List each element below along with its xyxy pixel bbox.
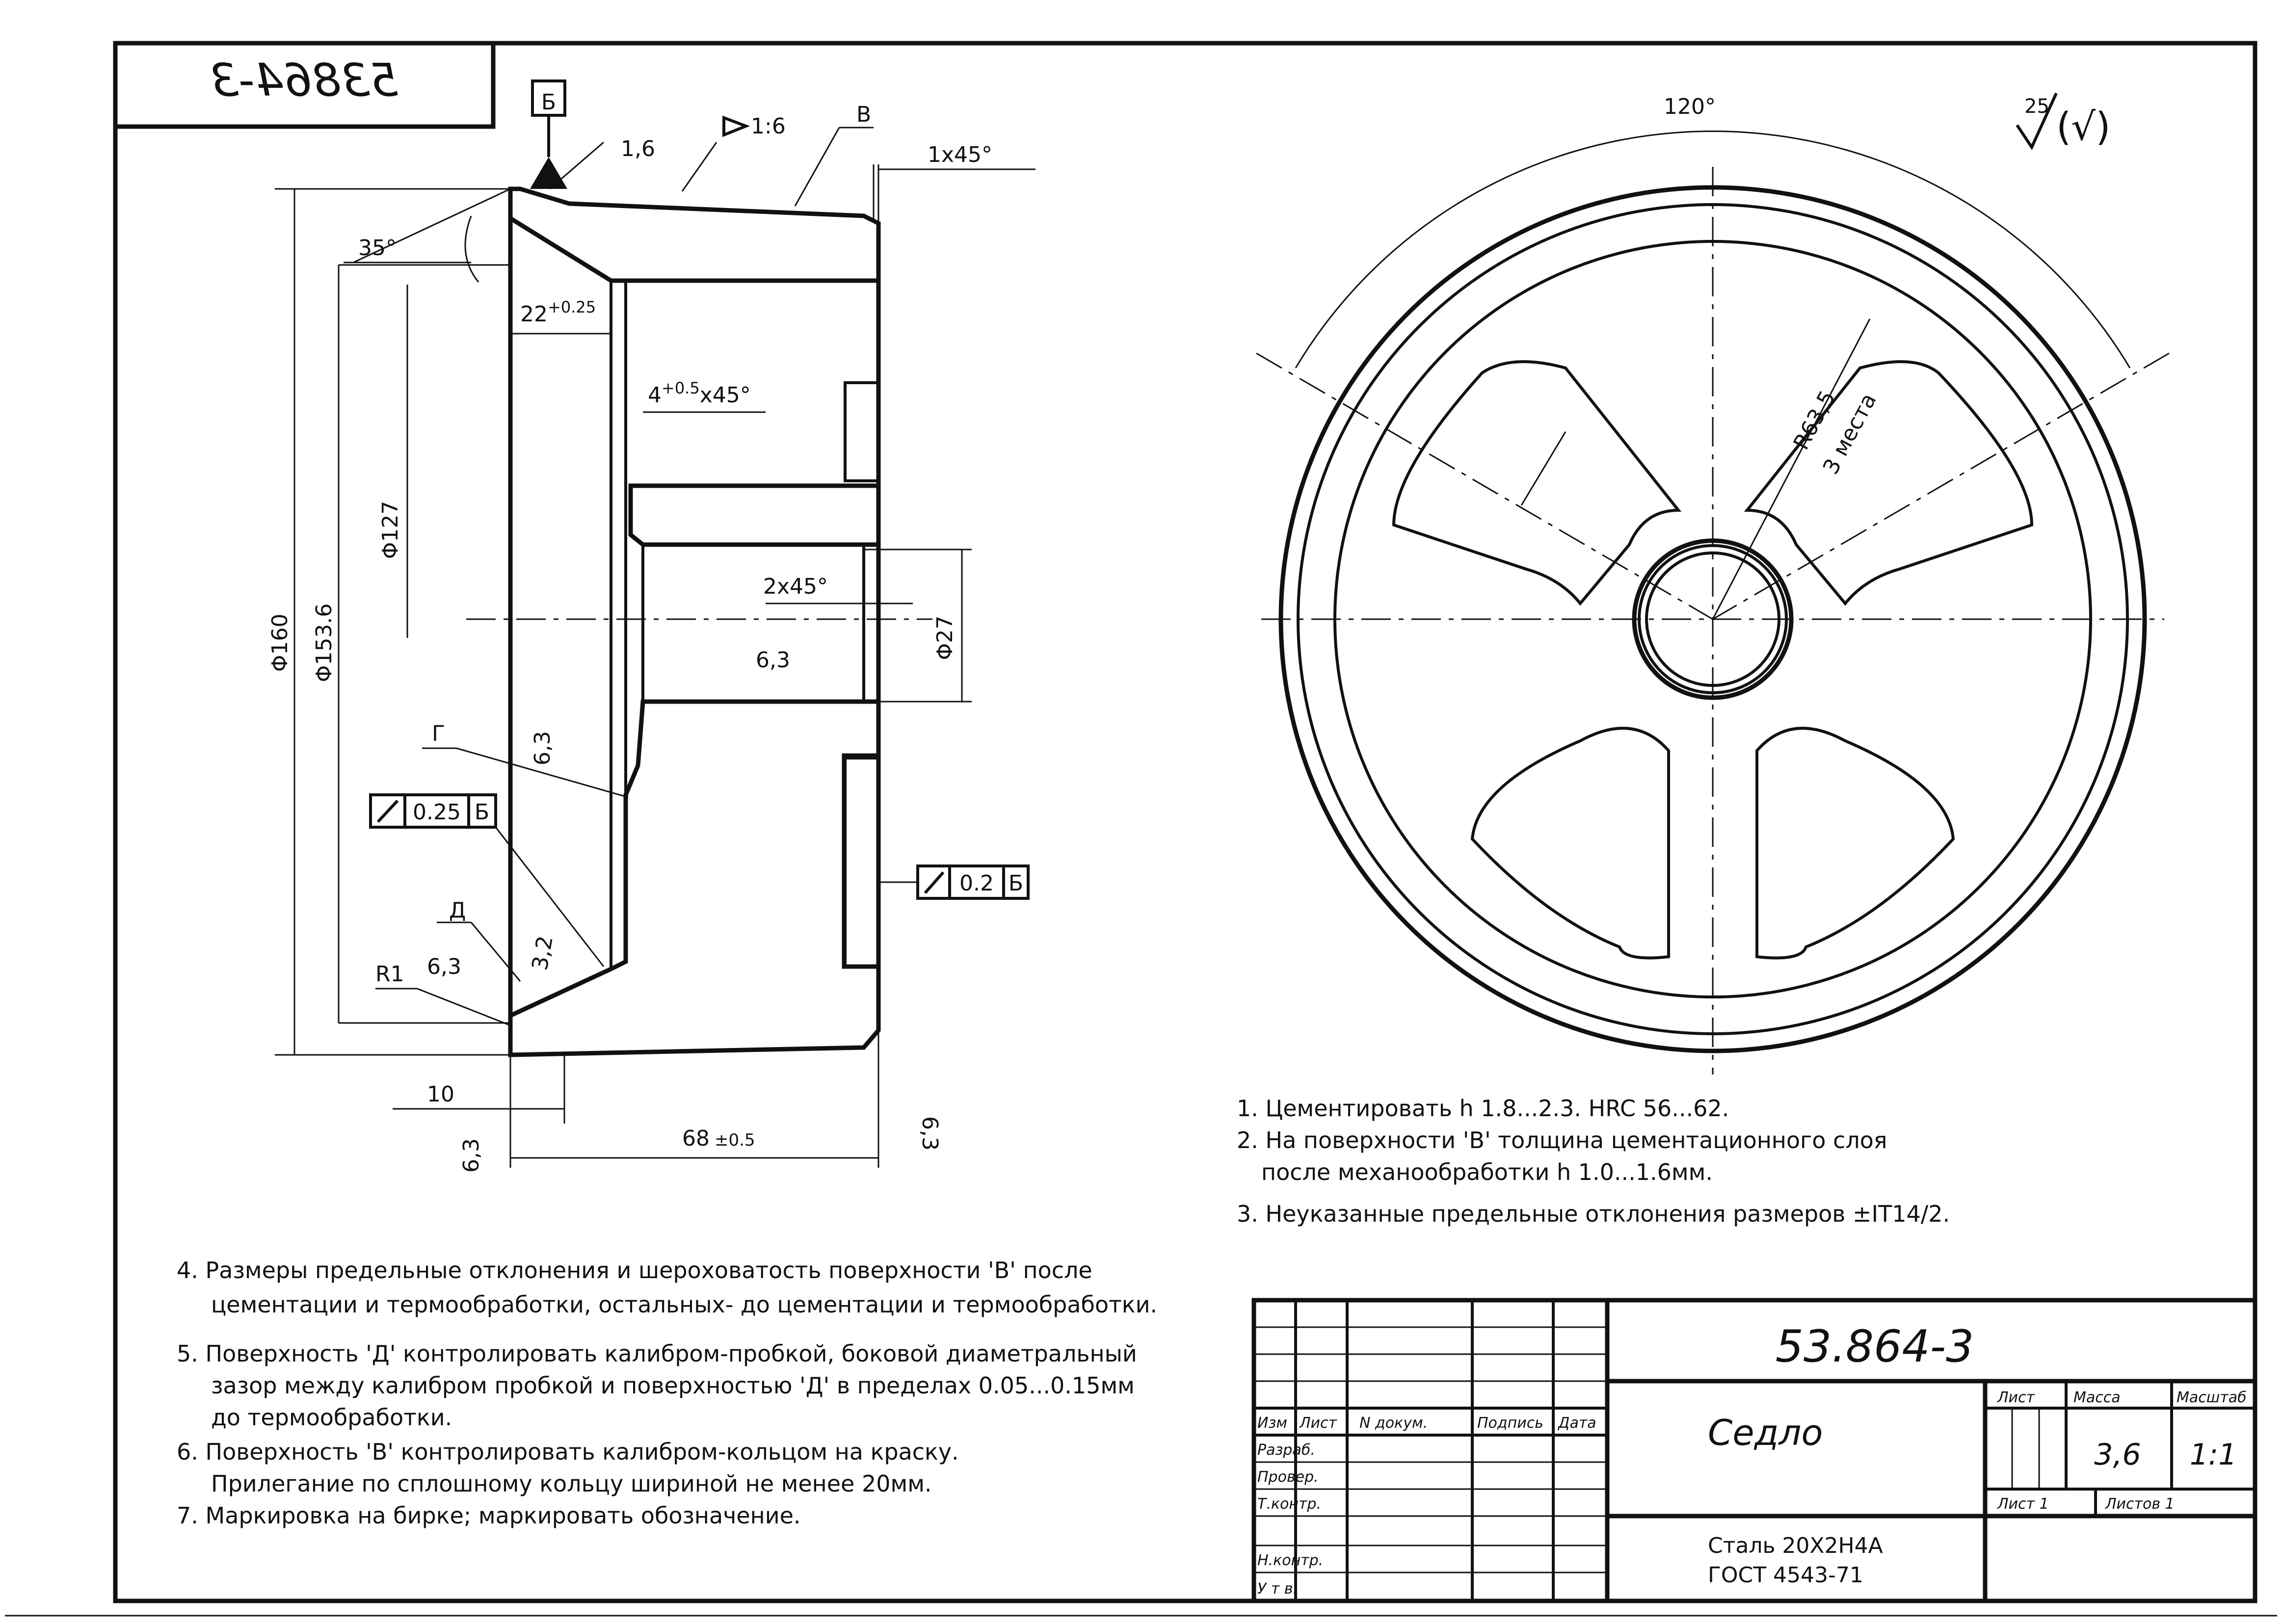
window-bottom-right (1755, 727, 1955, 960)
ra-1-6: 1,6 (621, 136, 655, 161)
svg-text:25: 25 (2024, 95, 2049, 118)
window-left (1392, 360, 1682, 606)
scale-value: 1:1 (2190, 1438, 2237, 1472)
svg-text:(√): (√) (2056, 105, 2111, 149)
part-name: Седло (1708, 1412, 1823, 1453)
datum-b: Б (530, 79, 567, 189)
angle-35: 35° (358, 236, 397, 261)
svg-text:до термообработки.: до термообработки. (211, 1404, 452, 1431)
notes-left: 4. Размеры предельные отклонения и шерох… (177, 1257, 1157, 1529)
radius-r1: R1 (375, 962, 404, 987)
general-roughness: 25 (√) (2016, 92, 2111, 151)
svg-text:2. На поверхности 'B' толщина: 2. На поверхности 'B' толщина цементацио… (1237, 1127, 1887, 1153)
dim-160: Φ160 (267, 614, 292, 672)
window-bottom-left (1470, 727, 1670, 960)
ra-6-3-r1: 6,3 (427, 954, 461, 979)
ra-6-3-hub: 6,3 (756, 648, 790, 673)
surface-g-label: Г (432, 721, 445, 746)
svg-text:Провер.: Провер. (1257, 1468, 1319, 1486)
chamfer-2x45: 2x45° (763, 574, 828, 599)
svg-text:3. Неуказанные предельные откл: 3. Неуказанные предельные отклонения раз… (1237, 1201, 1950, 1227)
runout-frame-2: 0.2 Б (878, 864, 1030, 900)
svg-text:N докум.: N докум. (1359, 1414, 1428, 1432)
svg-text:Лист: Лист (1299, 1414, 1338, 1432)
material-2: ГОСТ 4543-71 (1708, 1563, 1863, 1588)
svg-text:Масса: Масса (2073, 1389, 2121, 1406)
material-1: Сталь 20Х2Н4А (1708, 1533, 1883, 1558)
svg-text:Масштаб: Масштаб (2177, 1389, 2247, 1406)
ra-6-3-left: 6,3 (459, 1138, 484, 1173)
svg-text:7. Маркировка на бирке; маркир: 7. Маркировка на бирке; маркировать обоз… (177, 1502, 801, 1529)
svg-text:Прилегание по сплошному кольцу: Прилегание по сплошному кольцу шириной н… (211, 1470, 932, 1497)
svg-text:Лист 1: Лист 1 (1997, 1495, 2049, 1513)
taper-value: 1:6 (751, 114, 786, 139)
surface-v-label: B (856, 102, 871, 127)
radius-leader (1712, 318, 1871, 620)
dim-10: 10 (427, 1082, 454, 1107)
notes-right: 1. Цементировать h 1.8...2.3. HRC 56...6… (1237, 1095, 1950, 1227)
svg-text:после механообработки h 1.0...: после механообработки h 1.0...1.6мм. (1261, 1159, 1713, 1185)
section-dimensions (275, 127, 1036, 1168)
dim-127: Φ127 (378, 501, 403, 559)
svg-text:Б: Б (475, 800, 489, 825)
svg-text:зазор между калибром пробкой и: зазор между калибром пробкой и поверхнос… (211, 1372, 1135, 1399)
section-groove (844, 757, 880, 968)
svg-text:Н.контр.: Н.контр. (1257, 1552, 1323, 1569)
svg-text:Дата: Дата (1557, 1414, 1596, 1432)
dim-22: 22+0.25 (520, 298, 596, 327)
ra-6-3-bore: 6,3 (530, 731, 555, 765)
section-upper-groove (844, 381, 880, 482)
svg-text:Б: Б (541, 90, 556, 115)
svg-text:Разраб.: Разраб. (1257, 1441, 1315, 1459)
window-right (1744, 360, 2034, 606)
dim-153-6: Φ153.6 (312, 603, 337, 682)
svg-text:цементации и термообработки, о: цементации и термообработки, остальных- … (211, 1291, 1157, 1318)
drawing-frame (113, 41, 2257, 1603)
section-view (466, 186, 932, 1057)
dim-27: Φ27 (932, 616, 957, 660)
svg-text:6. Поверхность 'В' контролиров: 6. Поверхность 'В' контролировать калибр… (177, 1439, 959, 1465)
chamfer-4x45: 4+0.5x45° (648, 379, 751, 408)
svg-text:4. Размеры предельные отклонен: 4. Размеры предельные отклонения и шерох… (177, 1257, 1092, 1283)
runout-frame-1: 0.25 Б (369, 793, 605, 967)
svg-text:5. Поверхность 'Д' контролиров: 5. Поверхность 'Д' контролировать калибр… (177, 1340, 1137, 1367)
svg-text:Листов 1: Листов 1 (2105, 1495, 2175, 1513)
svg-text:Т.контр.: Т.контр. (1257, 1495, 1321, 1513)
section-upper-body (508, 186, 881, 283)
title-block (1251, 1298, 2257, 1603)
section-lower-body (508, 699, 881, 1057)
ra-6-3-right: 6,3 (917, 1116, 942, 1151)
svg-text:0.25: 0.25 (413, 800, 461, 825)
ra-3-2: 3,2 (528, 934, 558, 972)
front-view (1256, 131, 2170, 1074)
svg-text:0.2: 0.2 (959, 871, 994, 896)
angle-arc-120 (1295, 131, 2131, 368)
dim-68: 68±0.5 (682, 1126, 755, 1151)
mirror-code-box: 53864-3 (113, 41, 496, 129)
svg-text:Б: Б (1009, 871, 1023, 896)
designation: 53.864-3 (1776, 1321, 1974, 1372)
svg-text:Изм: Изм (1257, 1414, 1287, 1432)
angle-120: 120° (1664, 94, 1716, 119)
mirror-code: 53864-3 (210, 54, 398, 106)
svg-text:У т в.: У т в. (1257, 1580, 1298, 1598)
taper-symbol (722, 115, 750, 137)
chamfer-1x45: 1x45° (928, 142, 992, 167)
svg-text:Лист: Лист (1997, 1389, 2036, 1406)
surface-d-label: Д (449, 898, 466, 923)
section-hub-band (628, 483, 881, 547)
mass-value: 3,6 (2094, 1438, 2141, 1472)
svg-text:Подпись: Подпись (1477, 1414, 1543, 1432)
svg-text:1. Цементировать h 1.8...2.3.: 1. Цементировать h 1.8...2.3. HRC 56...6… (1237, 1095, 1729, 1122)
